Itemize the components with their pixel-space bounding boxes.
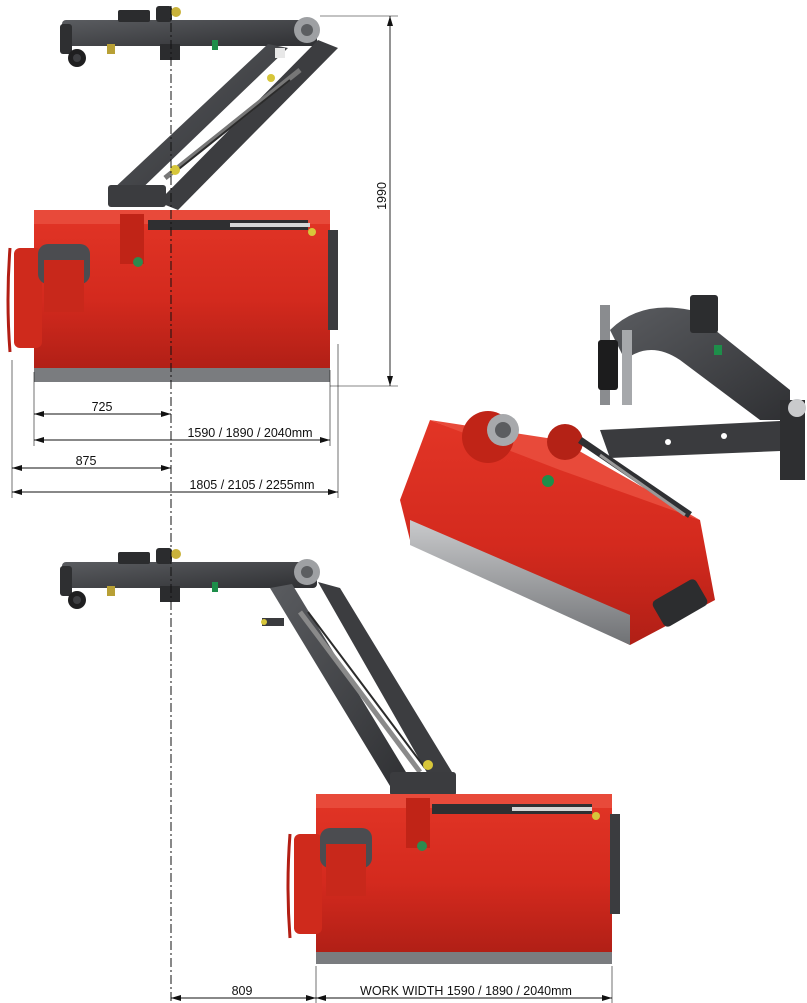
bottom-linkage-arms — [261, 582, 456, 796]
outer-offset-label: 875 — [76, 454, 97, 468]
overall-width-label: 1805 / 2105 / 2255mm — [189, 478, 314, 492]
perspective-mower-body — [400, 411, 715, 645]
top-mower-body — [6, 210, 338, 382]
bottom-mounting-frame — [60, 548, 320, 609]
inner-offset-label: 725 — [92, 400, 113, 414]
bottom-mower-body — [286, 794, 620, 964]
side-offset-label: 809 — [232, 984, 253, 998]
perspective-mounting-frame — [598, 295, 806, 480]
top-mounting-frame — [60, 6, 320, 67]
perspective-view-mower — [400, 295, 806, 645]
dimension-lines — [11, 6, 613, 1003]
work-width-bottom-label: WORK WIDTH 1590 / 1890 / 2040mm — [360, 984, 572, 998]
height-dimension-label: 1990 — [375, 182, 389, 210]
bottom-view-mower — [60, 548, 620, 964]
top-view-mower — [6, 6, 338, 382]
work-width-top-label: 1590 / 1890 / 2040mm — [187, 426, 312, 440]
top-linkage-arms — [108, 40, 338, 210]
